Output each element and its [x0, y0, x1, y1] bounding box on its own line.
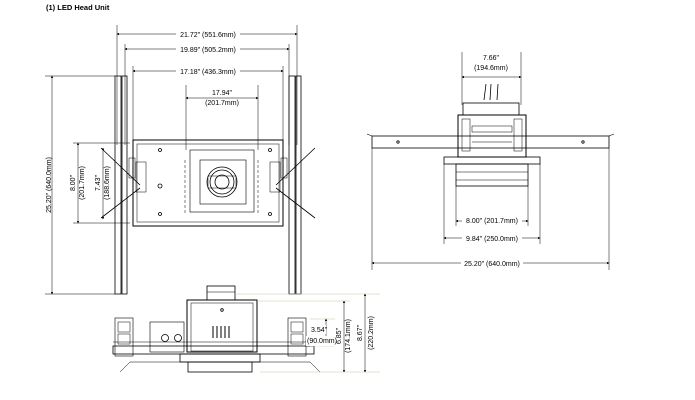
front-h3-in: 8.67" — [357, 324, 364, 341]
front-h1-in: 3.54" — [311, 327, 328, 334]
side-view — [366, 52, 615, 270]
front-view — [112, 285, 321, 373]
inner-height-mm: (188.6mm) — [104, 166, 111, 200]
overall-length-dim: 25.20" (640.0mm) — [46, 157, 53, 213]
side-top-width-in: 7.66" — [483, 55, 500, 62]
front-h1-mm: (90.0mm) — [307, 338, 337, 345]
top-view — [45, 25, 316, 295]
front-h3-mm: (220.2mm) — [368, 316, 375, 350]
inner-bar-width-dim: 17.18" (436.3mm) — [180, 69, 236, 76]
pan-height-in: 8.00" — [70, 174, 77, 191]
overall-width-dim: 21.72" (551.6mm) — [180, 32, 236, 39]
housing-width-mm: (201.7mm) — [205, 100, 239, 107]
inner-height-in: 7.43" — [95, 174, 102, 191]
side-pan-width-dim: 9.84" (250.0mm) — [466, 236, 518, 243]
housing-width-dim: 17.94" — [212, 90, 233, 97]
front-h2-mm: (174.1mm) — [345, 319, 352, 353]
front-h2-in: 6.85" — [336, 327, 343, 344]
page-title: (1) LED Head Unit — [46, 3, 110, 12]
pan-height-mm: (201.7mm) — [79, 166, 86, 200]
outer-bar-width-dim: 19.89" (505.2mm) — [180, 47, 236, 54]
side-overall-length-dim: 25.20" (640.0mm) — [464, 261, 520, 268]
side-housing-width-dim: 8.00" (201.7mm) — [466, 218, 518, 225]
front-dim-lines — [235, 293, 380, 373]
side-top-width-mm: (194.6mm) — [474, 65, 508, 72]
